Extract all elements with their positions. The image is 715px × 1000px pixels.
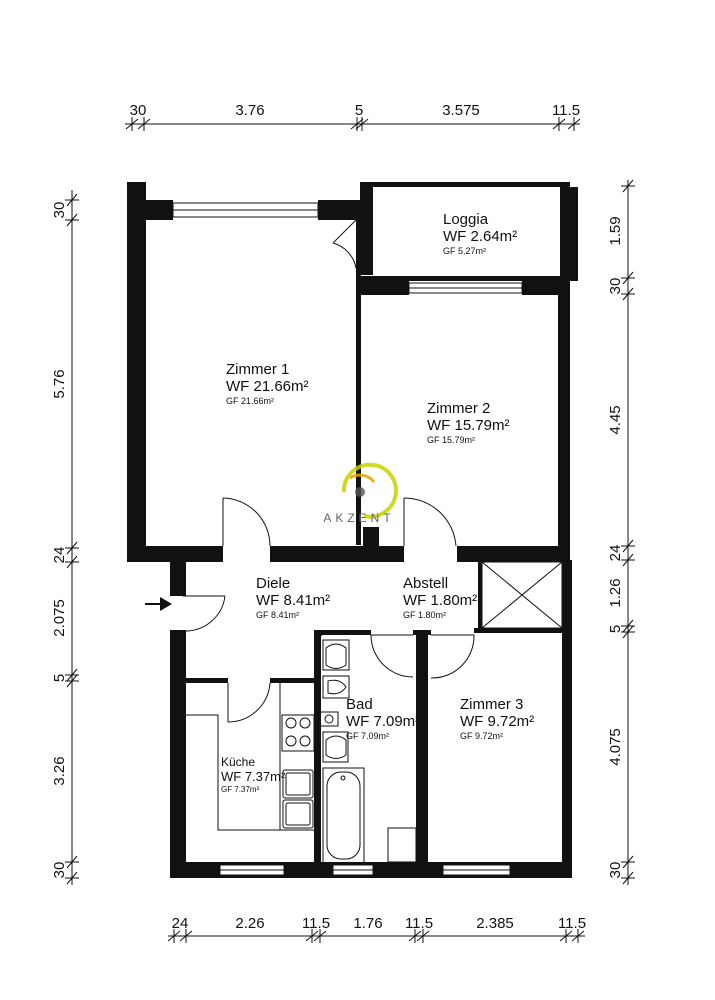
dimension-lines xyxy=(65,117,635,943)
dim-left-7: 30 xyxy=(51,862,68,879)
room-gf: GF 8.41m² xyxy=(256,610,299,620)
room-name: Küche xyxy=(221,755,255,769)
room-gf: GF 9.72m² xyxy=(460,731,503,741)
room-name: Zimmer 3 xyxy=(460,696,523,713)
dim-top-1: 30 xyxy=(130,102,147,119)
room-gf: GF 5.27m² xyxy=(443,246,486,256)
room-wf: WF 21.66m² xyxy=(226,378,309,395)
room-loggia: Loggia WF 2.64m² GF 5.27m² xyxy=(443,211,517,256)
room-gf: GF 1.80m² xyxy=(403,610,446,620)
dim-right-7: 4.075 xyxy=(607,728,624,766)
room-zimmer-1: Zimmer 1 WF 21.66m² GF 21.66m² xyxy=(226,361,309,406)
room-gf: GF 15.79m² xyxy=(427,435,475,445)
dim-left-1: 30 xyxy=(51,202,68,219)
dim-left-3: 24 xyxy=(51,547,68,564)
dim-left-4: 2.075 xyxy=(51,599,68,637)
storage-cabinet xyxy=(481,561,563,629)
dim-right-6: 5 xyxy=(607,625,624,633)
room-zimmer-2: Zimmer 2 WF 15.79m² GF 15.79m² xyxy=(427,400,510,445)
room-abstell: Abstell WF 1.80m² GF 1.80m² xyxy=(403,575,477,620)
logo-text: AKZENT xyxy=(323,511,394,525)
dim-left-2: 5.76 xyxy=(51,369,68,398)
kitchen-fittings xyxy=(186,683,316,831)
room-wf: WF 15.79m² xyxy=(427,417,510,434)
dim-bottom-1: 24 xyxy=(172,915,189,932)
dim-top-4: 3.575 xyxy=(442,102,480,119)
dim-left-5: 5 xyxy=(51,674,68,682)
windows xyxy=(172,202,523,876)
dim-right-2: 30 xyxy=(607,278,624,295)
room-bad: Bad WF 7.09m² GF 7.09m² xyxy=(346,696,420,741)
room-zimmer-3: Zimmer 3 WF 9.72m² GF 9.72m² xyxy=(460,696,534,741)
room-gf: GF 7.37m² xyxy=(221,785,260,794)
room-wf: WF 7.37m² xyxy=(221,769,286,784)
dim-top-5: 11.5 xyxy=(552,102,580,119)
dim-bottom-2: 2.26 xyxy=(235,915,264,932)
room-name: Abstell xyxy=(403,575,448,592)
room-name: Zimmer 1 xyxy=(226,361,289,378)
dim-right-4: 24 xyxy=(607,545,624,562)
bathroom-fittings xyxy=(319,639,417,864)
doors xyxy=(182,219,475,723)
room-wf: WF 1.80m² xyxy=(403,592,477,609)
entrance-arrow-icon xyxy=(145,597,172,611)
room-name: Zimmer 2 xyxy=(427,400,490,417)
dim-bottom-6: 2.385 xyxy=(476,915,514,932)
dim-bottom-3: 11.5 xyxy=(302,915,330,932)
room-gf: GF 7.09m² xyxy=(346,731,389,741)
room-wf: WF 9.72m² xyxy=(460,713,534,730)
dim-right-8: 30 xyxy=(607,862,624,879)
room-diele: Diele WF 8.41m² GF 8.41m² xyxy=(256,575,330,620)
dim-right-3: 4.45 xyxy=(607,405,624,434)
dim-top-3: 5 xyxy=(355,102,363,119)
dim-top-2: 3.76 xyxy=(235,102,264,119)
room-name: Diele xyxy=(256,575,290,592)
room-name: Bad xyxy=(346,696,373,713)
room-wf: WF 2.64m² xyxy=(443,228,517,245)
room-gf: GF 21.66m² xyxy=(226,396,274,406)
dim-right-1: 1.59 xyxy=(607,216,624,245)
dim-left-6: 3.26 xyxy=(51,756,68,785)
dim-bottom-4: 1.76 xyxy=(353,915,382,932)
dim-bottom-7: 11.5 xyxy=(558,915,586,932)
akzent-logo: AKZENT xyxy=(323,462,398,525)
room-wf: WF 8.41m² xyxy=(256,592,330,609)
dim-right-5: 1.26 xyxy=(607,578,624,607)
room-wf: WF 7.09m² xyxy=(346,713,420,730)
dim-bottom-5: 11.5 xyxy=(405,915,433,932)
room-kueche: Küche WF 7.37m² GF 7.37m² xyxy=(221,755,286,794)
room-name: Loggia xyxy=(443,211,489,228)
